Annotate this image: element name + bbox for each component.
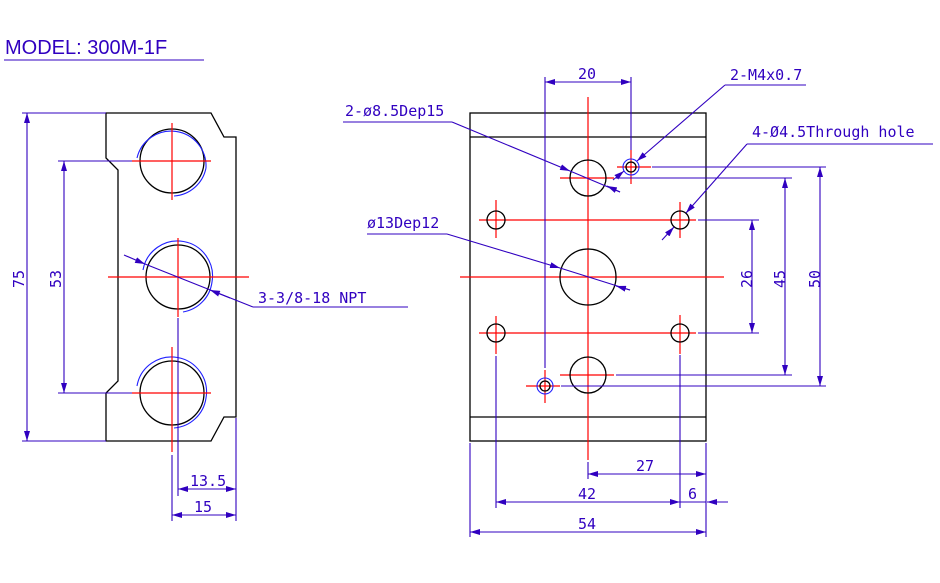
- dim-75: 75: [10, 270, 28, 288]
- dim-26: 26: [738, 270, 756, 288]
- through-hole: [670, 323, 690, 343]
- callout-counterbore-large: ø13Dep12: [367, 214, 439, 232]
- counterbore-center: [559, 248, 617, 306]
- dim-20: 20: [578, 65, 596, 83]
- dim-13-5: 13.5: [190, 472, 226, 490]
- dim-54: 54: [578, 515, 596, 533]
- dim-45: 45: [771, 270, 789, 288]
- dim-15: 15: [194, 498, 212, 516]
- counterbore-bottom: [569, 356, 607, 394]
- counterbore-top: [569, 159, 607, 197]
- through-hole: [670, 210, 690, 230]
- callout-thread: 2-M4x0.7: [730, 66, 802, 84]
- face-view: 20 26 45 50 27 42 6 54 2-ø8.5Dep15: [343, 65, 933, 537]
- side-view-outline: [105, 112, 237, 442]
- callout-counterbore-small: 2-ø8.5Dep15: [345, 102, 444, 120]
- side-port-bottom: [132, 347, 211, 452]
- thread-hole: [539, 380, 551, 392]
- dim-42: 42: [578, 485, 596, 503]
- side-view: 75 53 13.5 15 3-3/8-18 NPT: [10, 112, 408, 521]
- model-title: MODEL: 300M-1F: [5, 37, 167, 59]
- thread-hole: [625, 161, 637, 173]
- side-port-top: [132, 123, 211, 200]
- through-hole: [486, 323, 506, 343]
- dim-50: 50: [806, 270, 824, 288]
- dim-27: 27: [636, 457, 654, 475]
- callout-through-hole: 4-Ø4.5Through hole: [752, 123, 915, 141]
- through-hole: [486, 210, 506, 230]
- dim-53: 53: [47, 270, 65, 288]
- npt-callout: 3-3/8-18 NPT: [258, 289, 366, 307]
- dim-6: 6: [688, 485, 697, 503]
